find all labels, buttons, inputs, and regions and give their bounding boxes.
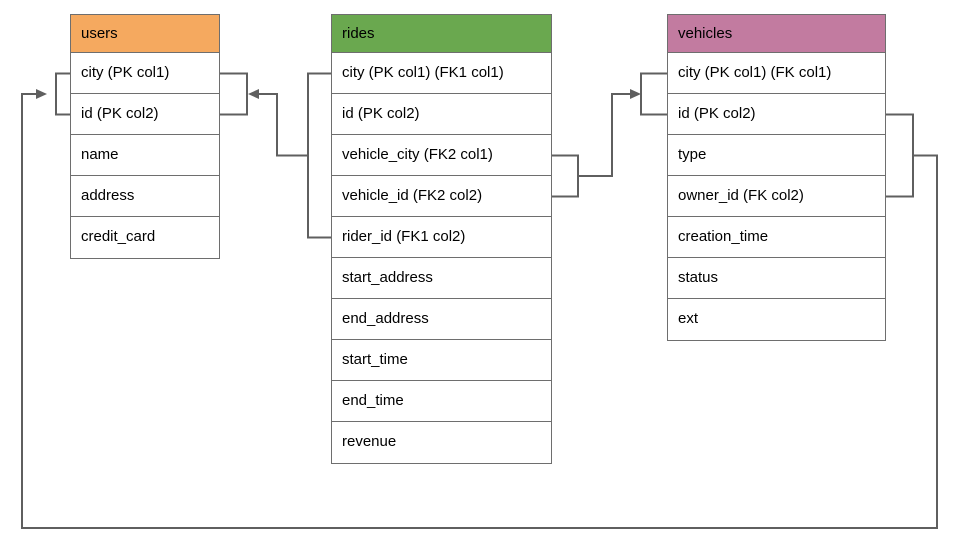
vehicles-column-owner-id: owner_id (FK col2) [668, 176, 885, 217]
arrowhead-loop-to-users [36, 89, 47, 99]
rides-column-end-time: end_time [332, 381, 551, 422]
users-column-address: address [71, 176, 219, 217]
table-rides-header: rides [332, 15, 551, 53]
vehicles-column-type: type [668, 135, 885, 176]
table-rides: rides city (PK col1) (FK1 col1) id (PK c… [331, 14, 552, 464]
rides-column-start-time: start_time [332, 340, 551, 381]
rides-column-city: city (PK col1) (FK1 col1) [332, 53, 551, 94]
vehicles-column-status: status [668, 258, 885, 299]
rides-column-rider-id: rider_id (FK1 col2) [332, 217, 551, 258]
vehicles-column-ext: ext [668, 299, 885, 340]
relationship-rides-users [220, 72, 331, 239]
users-column-credit-card: credit_card [71, 217, 219, 258]
users-column-city: city (PK col1) [71, 53, 219, 94]
rides-column-vehicle-city: vehicle_city (FK2 col1) [332, 135, 551, 176]
vehicles-column-city: city (PK col1) (FK col1) [668, 53, 885, 94]
rides-column-revenue: revenue [332, 422, 551, 463]
arrowhead-to-users [248, 89, 259, 99]
users-column-id: id (PK col2) [71, 94, 219, 135]
table-users-header: users [71, 15, 219, 53]
rides-column-end-address: end_address [332, 299, 551, 340]
table-users: users city (PK col1) id (PK col2) name a… [70, 14, 220, 259]
users-column-name: name [71, 135, 219, 176]
rides-column-start-address: start_address [332, 258, 551, 299]
vehicles-column-creation-time: creation_time [668, 217, 885, 258]
relationship-rides-vehicles [552, 72, 667, 198]
arrowhead-to-vehicles [630, 89, 641, 99]
vehicles-column-id: id (PK col2) [668, 94, 885, 135]
rides-column-vehicle-id: vehicle_id (FK2 col2) [332, 176, 551, 217]
table-vehicles: vehicles city (PK col1) (FK col1) id (PK… [667, 14, 886, 341]
rides-column-id: id (PK col2) [332, 94, 551, 135]
table-vehicles-header: vehicles [668, 15, 885, 53]
